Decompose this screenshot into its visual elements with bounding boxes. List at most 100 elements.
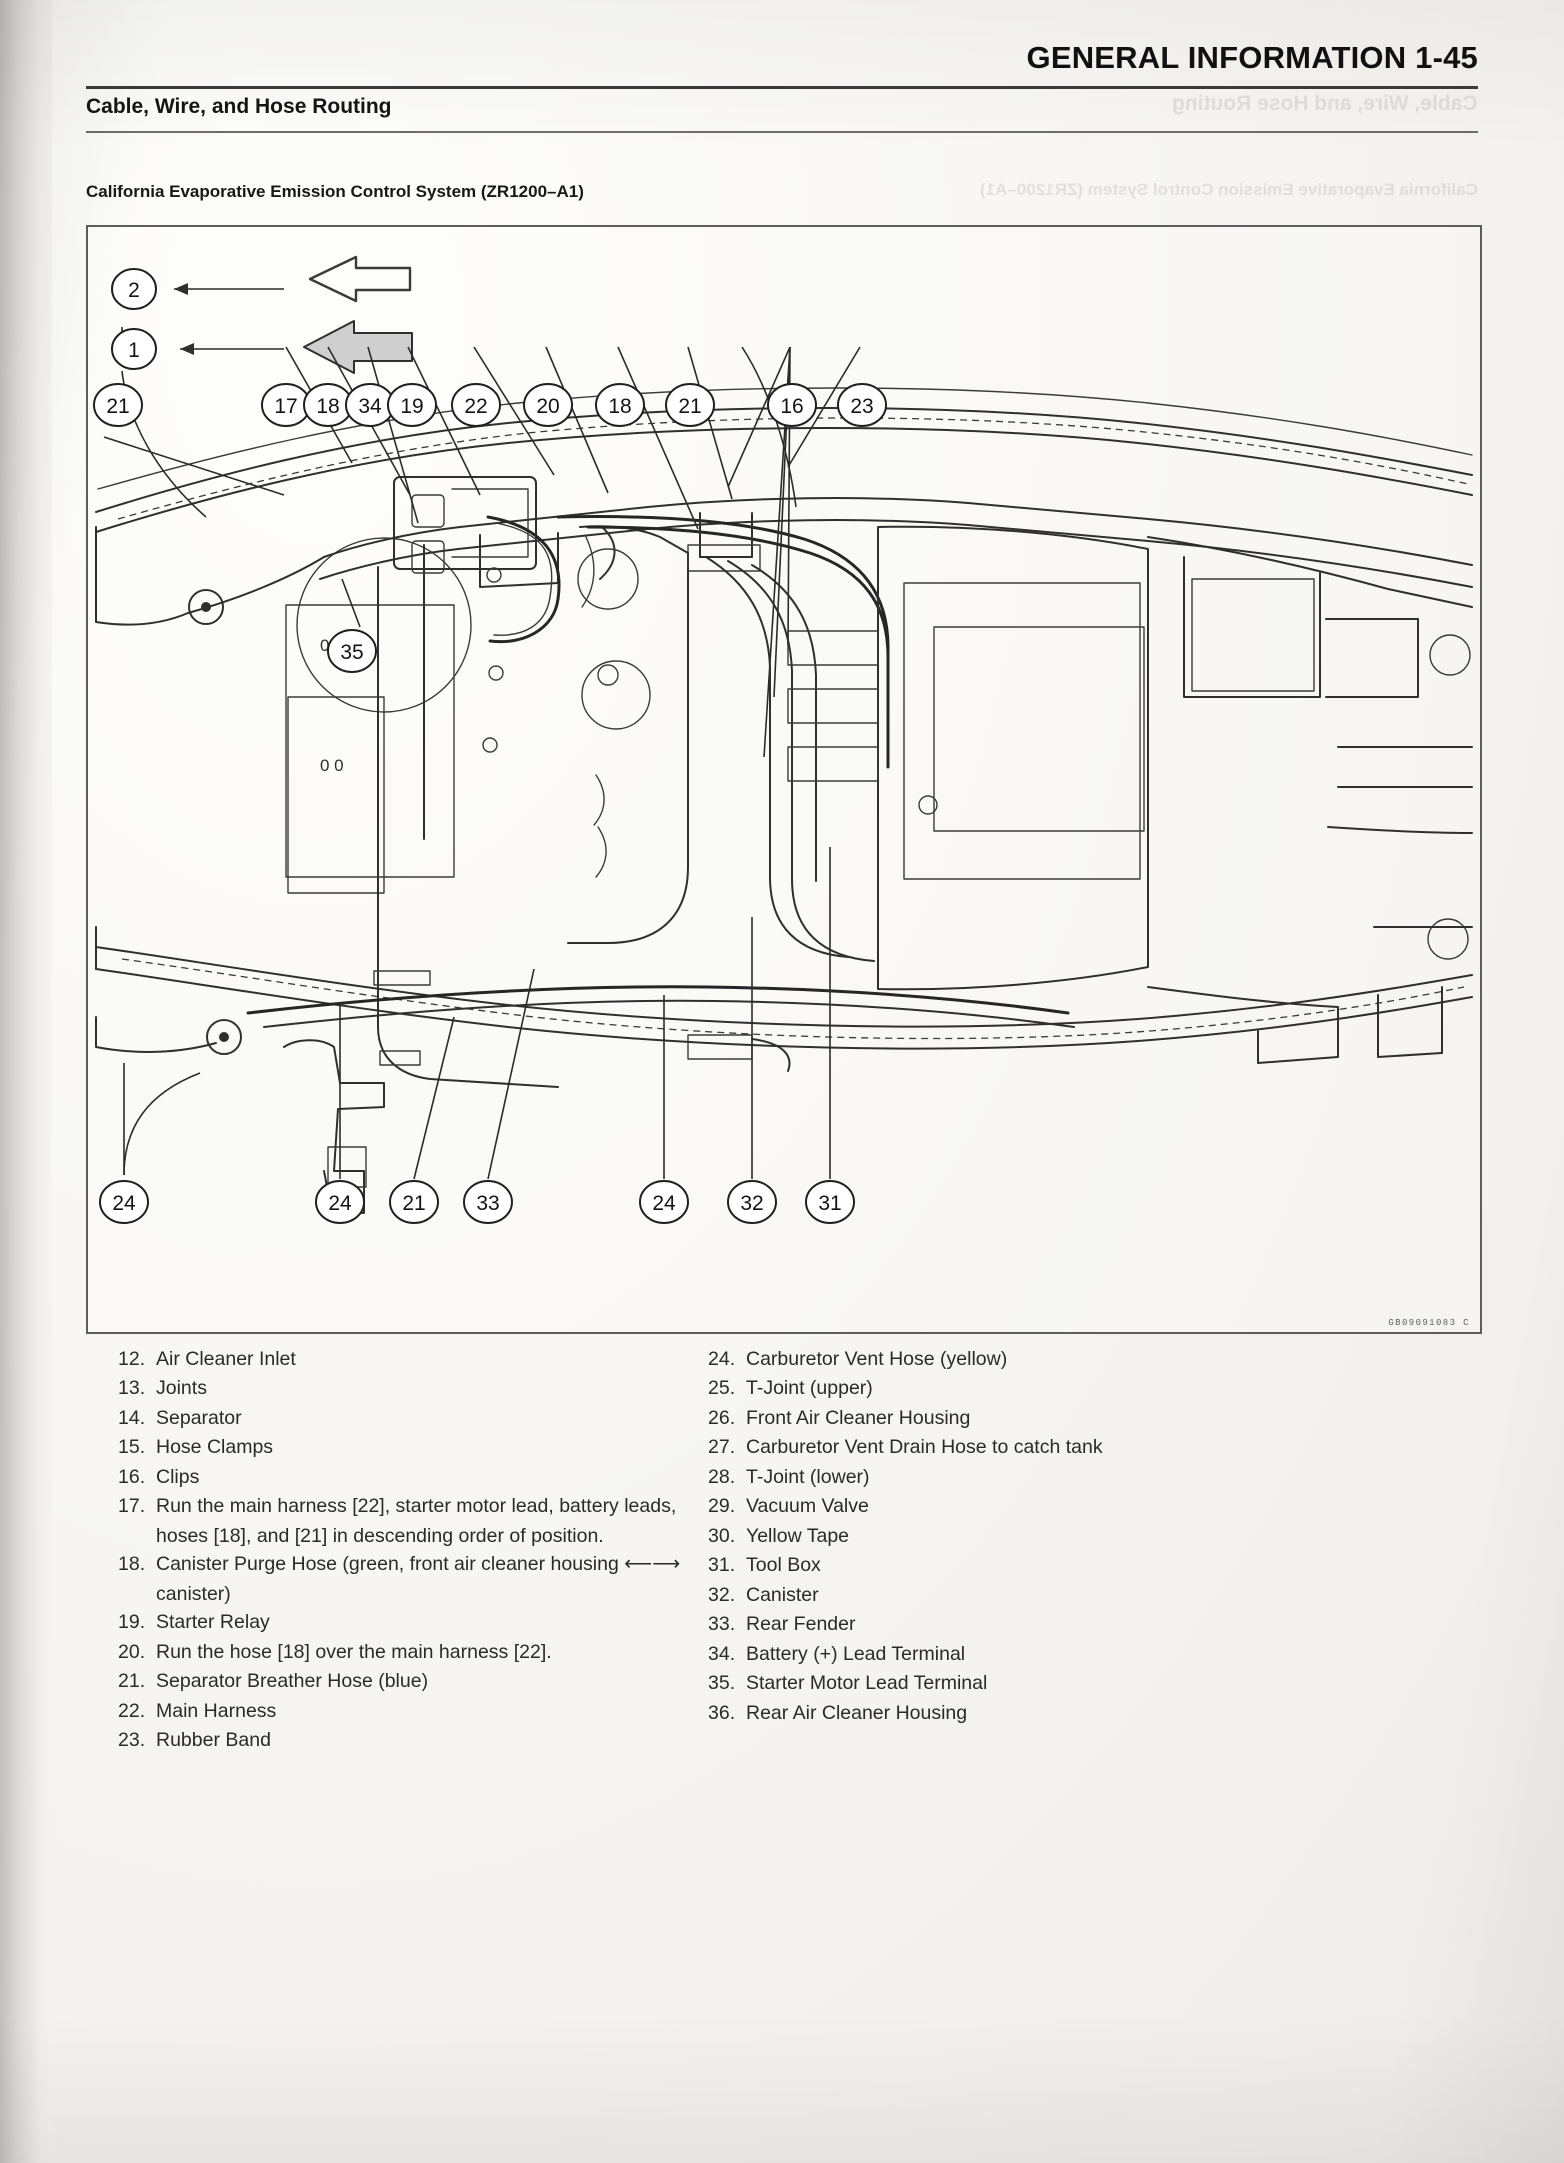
legend-number: 14. <box>118 1406 146 1429</box>
section-rule <box>86 131 1478 133</box>
legend-number: 36. <box>708 1701 736 1724</box>
svg-text:20: 20 <box>536 395 559 418</box>
svg-text:21: 21 <box>106 395 129 418</box>
svg-text:33: 33 <box>476 1192 499 1215</box>
svg-text:31: 31 <box>818 1192 841 1215</box>
legend-item: 13. Joints <box>118 1374 758 1402</box>
legend-text: Rear Air Cleaner Housing <box>746 1701 968 1724</box>
legend-item: 32. Canister <box>708 1581 1348 1609</box>
legend-text: Yellow Tape <box>746 1524 850 1547</box>
legend-item: 28. T-Joint (lower) <box>708 1463 1348 1491</box>
legend-item: 27. Carburetor Vent Drain Hose to catch … <box>708 1433 1348 1461</box>
legend-item: 31. Tool Box <box>708 1551 1348 1579</box>
svg-text:32: 32 <box>740 1192 763 1215</box>
legend-text: Vacuum Valve <box>746 1495 869 1518</box>
legend-number: 28. <box>708 1465 736 1488</box>
legend-item: 26. Front Air Cleaner Housing <box>708 1404 1348 1432</box>
figure-code: GB09091083 C <box>1388 1318 1470 1328</box>
legend-text: Battery (+) Lead Terminal <box>746 1642 966 1665</box>
svg-text:24: 24 <box>652 1192 676 1215</box>
section-title: Cable, Wire, and Hose Routing <box>86 95 392 118</box>
svg-text:19: 19 <box>400 395 423 418</box>
legend-text: Separator <box>156 1406 242 1429</box>
legend-text: Starter Relay <box>156 1611 270 1634</box>
legend-text-continuation: canister) <box>156 1582 231 1605</box>
bleed-through-figure-title: California Evaporative Emission Control … <box>980 180 1478 199</box>
legend-number: 15. <box>118 1436 146 1459</box>
legend-item: 17. Run the main harness [22], starter m… <box>118 1492 758 1520</box>
legend-item: 21. Separator Breather Hose (blue) <box>118 1667 758 1695</box>
legend-item: 22. Main Harness <box>118 1697 758 1725</box>
legend-text: Carburetor Vent Drain Hose to catch tank <box>746 1436 1103 1459</box>
legend-item: 36. Rear Air Cleaner Housing <box>708 1699 1348 1727</box>
legend-number: 27. <box>708 1436 736 1459</box>
legend-item: 29. Vacuum Valve <box>708 1492 1348 1520</box>
legend-text: Run the main harness [22], starter motor… <box>156 1495 677 1518</box>
legend-number: 32. <box>708 1583 736 1606</box>
figure-title: California Evaporative Emission Control … <box>86 182 584 201</box>
legend-text: Canister <box>746 1583 819 1606</box>
svg-text:35: 35 <box>340 641 363 664</box>
legend-number: 21. <box>118 1670 146 1693</box>
legend-item: 14. Separator <box>118 1404 758 1432</box>
legend-number: 35. <box>708 1672 736 1695</box>
legend-text: Carburetor Vent Hose (yellow) <box>746 1348 1008 1370</box>
legend-number: 20. <box>118 1640 146 1663</box>
legend-item: 23. Rubber Band <box>118 1726 758 1754</box>
legend-text: Main Harness <box>156 1699 277 1722</box>
figure-frame: GB09091083 C .ln{fill:none;stroke:#2f2f2… <box>86 225 1482 1334</box>
wiring-routing-diagram: .ln{fill:none;stroke:#2f2f2f;stroke-widt… <box>93 255 1473 1224</box>
legend-number: 26. <box>708 1406 736 1429</box>
legend-number: 25. <box>708 1377 736 1400</box>
legend-item: 15. Hose Clamps <box>118 1433 758 1461</box>
svg-text:22: 22 <box>464 395 487 418</box>
legend-text: T-Joint (upper) <box>746 1377 873 1400</box>
svg-text:34: 34 <box>358 395 382 418</box>
legend-number: 31. <box>708 1554 736 1577</box>
legend-column-right: 24. Carburetor Vent Hose (yellow) 25. T-… <box>708 1345 1348 1728</box>
legend-item: 20. Run the hose [18] over the main harn… <box>118 1638 758 1666</box>
legend-number: 12. <box>118 1348 146 1370</box>
legend-item: 16. Clips <box>118 1463 758 1491</box>
legend-item: 25. T-Joint (upper) <box>708 1374 1348 1402</box>
bleed-through-section-title: Cable, Wire, and Hose Routing <box>1172 92 1478 115</box>
svg-text:2: 2 <box>128 279 140 302</box>
svg-text:18: 18 <box>316 395 339 418</box>
page-title: GENERAL INFORMATION 1-45 <box>1026 40 1478 75</box>
legend-number: 30. <box>708 1524 736 1547</box>
legend-text: Clips <box>156 1465 200 1488</box>
legend-text: Front Air Cleaner Housing <box>746 1406 971 1429</box>
legend-text: Tool Box <box>746 1554 821 1577</box>
legend-number: 22. <box>118 1699 146 1722</box>
legend-text-continuation: hoses [18], and [21] in descending order… <box>156 1524 604 1547</box>
legend-text: Joints <box>156 1377 207 1400</box>
legend-item: 19. Starter Relay <box>118 1608 758 1636</box>
legend-number: 19. <box>118 1611 146 1634</box>
svg-text:24: 24 <box>328 1192 352 1215</box>
svg-text:1: 1 <box>128 339 140 362</box>
legend-text: Separator Breather Hose (blue) <box>156 1670 429 1693</box>
svg-text:24: 24 <box>112 1192 136 1215</box>
svg-text:18: 18 <box>608 395 631 418</box>
legend-number: 24. <box>708 1348 736 1370</box>
scan-left-edge-shadow <box>0 0 52 2163</box>
legend-item: 18. Canister Purge Hose (green, front ai… <box>118 1550 758 1578</box>
svg-text:16: 16 <box>780 395 803 418</box>
legend-item: 24. Carburetor Vent Hose (yellow) <box>708 1345 1348 1373</box>
legend-number: 23. <box>118 1729 146 1752</box>
legend-text: Run the hose [18] over the main harness … <box>156 1640 552 1663</box>
legend-text: Rubber Band <box>156 1729 271 1752</box>
legend-text: Starter Motor Lead Terminal <box>746 1672 988 1695</box>
svg-text:21: 21 <box>678 395 701 418</box>
legend-number: 33. <box>708 1613 736 1636</box>
legend-item: 33. Rear Fender <box>708 1610 1348 1638</box>
legend-column-left: 12. Air Cleaner Inlet 13. Joints 14. Sep… <box>118 1345 758 1756</box>
header-rule <box>86 86 1478 89</box>
legend-number: 13. <box>118 1377 146 1400</box>
svg-text:23: 23 <box>850 395 873 418</box>
legend-item: 34. Battery (+) Lead Terminal <box>708 1640 1348 1668</box>
legend-text: Canister Purge Hose (green, front air cl… <box>156 1553 681 1576</box>
legend-text: Rear Fender <box>746 1613 856 1636</box>
legend-text: T-Joint (lower) <box>746 1465 870 1488</box>
